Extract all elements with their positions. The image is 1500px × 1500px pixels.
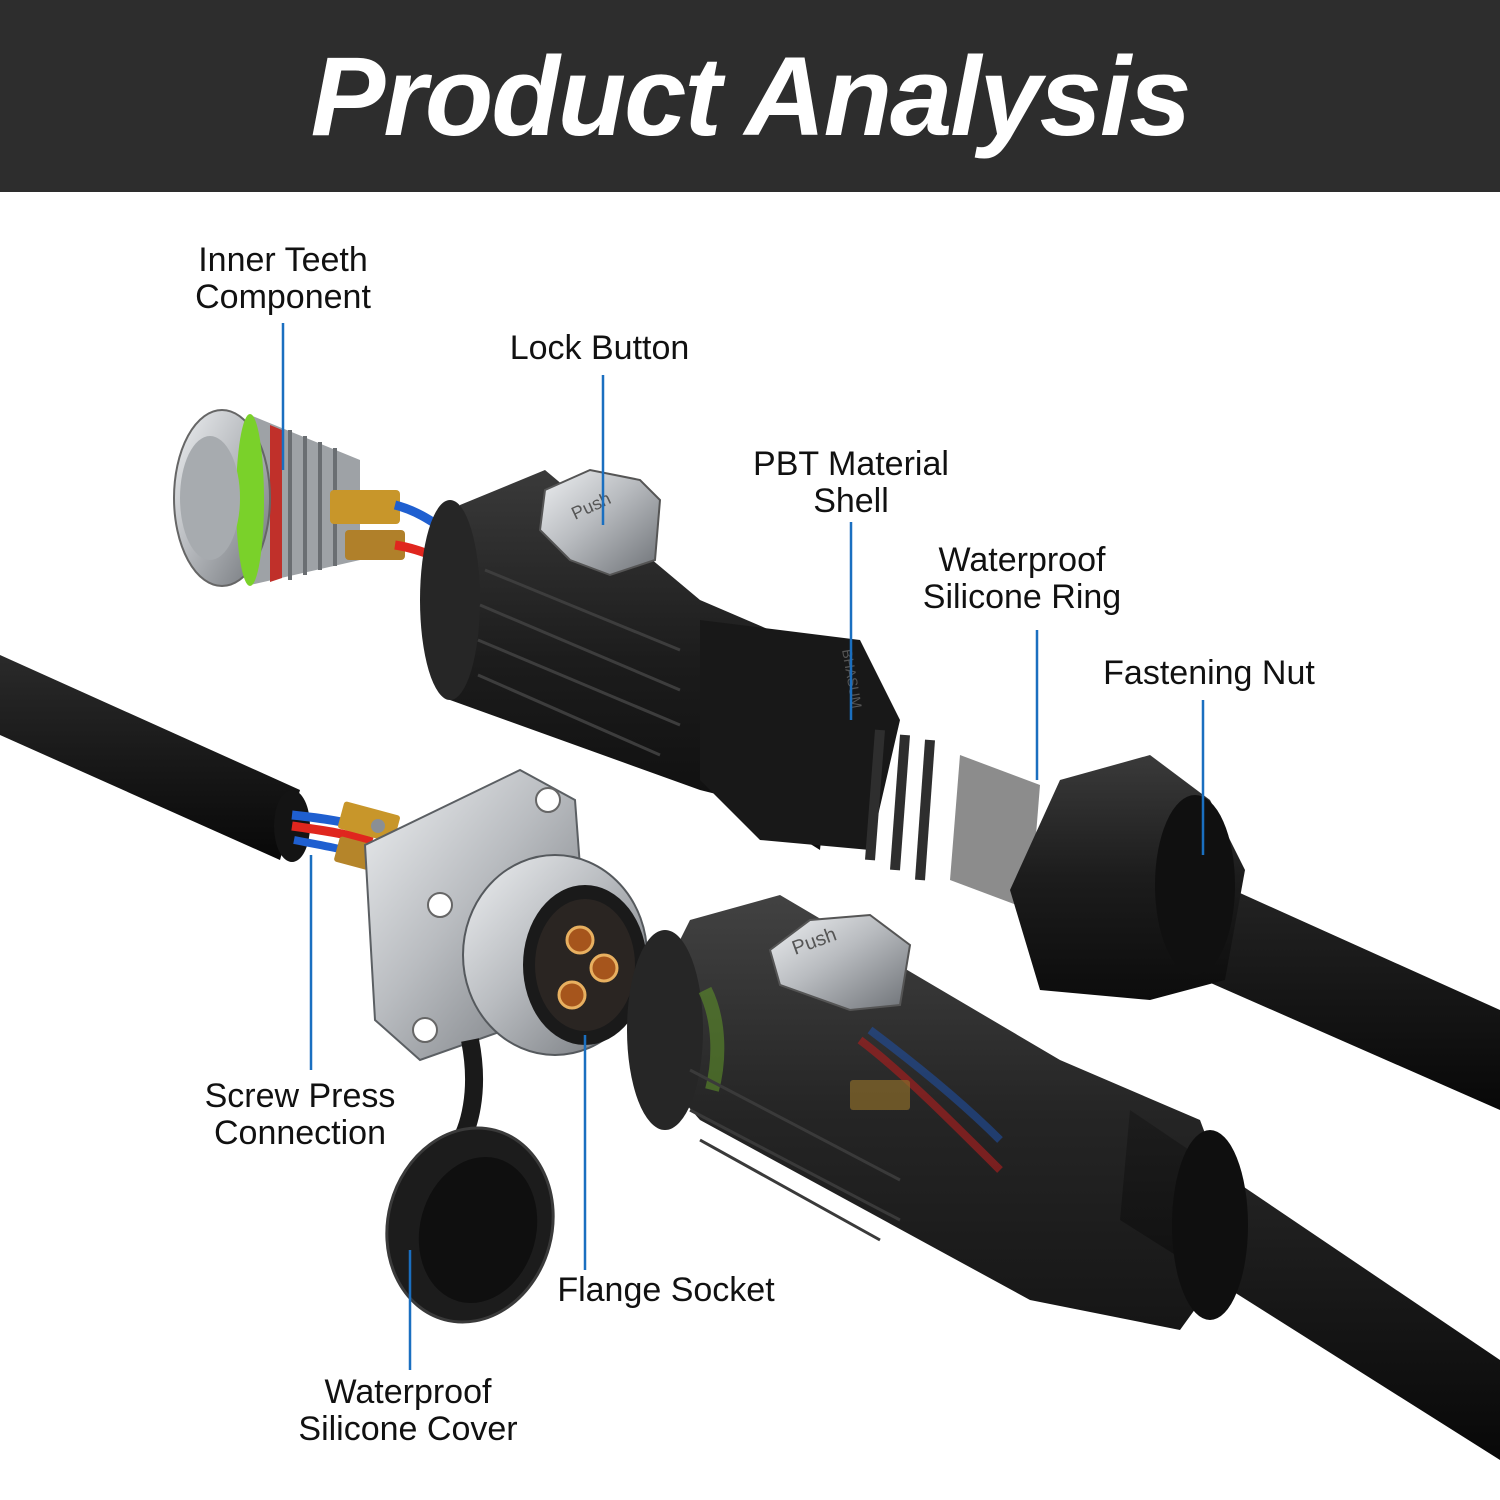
mount-hole-icon <box>535 787 561 813</box>
brass-terminal <box>338 801 400 843</box>
left-cable <box>0 655 374 862</box>
label-fastening-nut: Fastening Nut <box>1103 654 1315 692</box>
header-bar <box>0 0 1500 192</box>
silicone-cover <box>385 1038 555 1324</box>
label-silicone-cover: Waterproof Silicone Cover <box>298 1373 518 1448</box>
label-inner-teeth: Inner Teeth Component <box>195 241 371 316</box>
visible-green-seal <box>698 986 725 1092</box>
leader-lines <box>281 323 1205 1370</box>
pin-hole <box>565 925 595 955</box>
red-seal-ring <box>270 425 282 582</box>
lock-button <box>538 468 662 577</box>
label-pbt-shell: PBT Material Shell <box>753 445 949 520</box>
upper-connector-body: Push BHASUM <box>420 468 1245 1000</box>
label-silicone-ring: Waterproof Silicone Ring <box>922 541 1122 616</box>
lower-connector: Push <box>627 895 1248 1330</box>
pin-hole <box>557 980 587 1010</box>
label-screw-press: Screw Press Connection <box>204 1077 396 1152</box>
inner-teeth-component <box>173 409 448 587</box>
pin-hole <box>589 953 619 983</box>
flange-socket <box>334 768 648 1062</box>
silicone-ring <box>950 755 1040 910</box>
label-flange-socket: Flange Socket <box>557 1271 775 1309</box>
label-lock-button: Lock Button <box>509 329 690 367</box>
green-seal-ring <box>236 414 264 586</box>
terminal-screw-icon <box>371 819 385 833</box>
wire-red-left <box>291 821 374 847</box>
lock-button-lower <box>768 913 912 1012</box>
page-title: Product Analysis <box>310 33 1192 159</box>
